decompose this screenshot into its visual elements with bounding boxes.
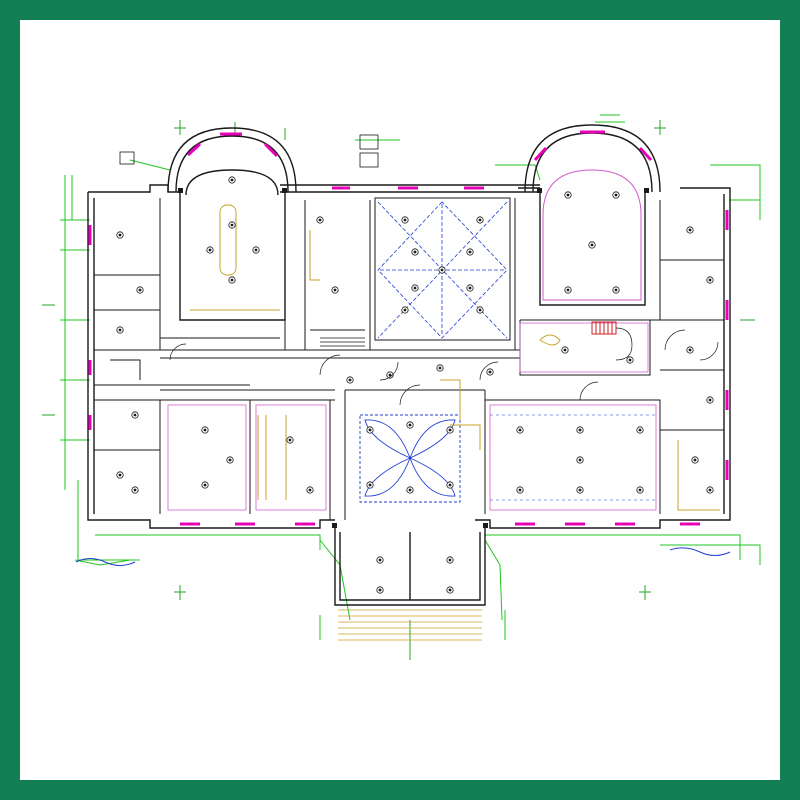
light-fixture-dot [118, 233, 122, 237]
light-fixture-dot [708, 398, 712, 402]
light-fixture-dot [448, 428, 452, 432]
north-east-bay [524, 124, 661, 306]
light-fixtures [116, 176, 714, 594]
north-west-bay [167, 127, 297, 321]
light-fixture-dot [518, 428, 522, 432]
light-fixture-dot [590, 243, 594, 247]
light-fixture-dot [448, 588, 452, 592]
light-fixture-dot [403, 218, 407, 222]
light-fixture-dot [133, 488, 137, 492]
light-fixture-dot [333, 288, 337, 292]
window-openings [88, 130, 729, 526]
light-fixture-dot [368, 483, 372, 487]
light-fixture-dot [208, 248, 212, 252]
light-fixture-dot [478, 308, 482, 312]
light-fixture-dot [478, 218, 482, 222]
light-fixture-dot [518, 488, 522, 492]
floor-plan-drawing [42, 114, 761, 660]
exterior-walls [87, 184, 731, 606]
grand-stair [591, 321, 617, 335]
cabinetry [190, 204, 720, 511]
foyer-ceiling-petals [359, 414, 461, 503]
door-swings [169, 329, 719, 406]
light-fixture-dot [708, 488, 712, 492]
light-fixture-dot [468, 250, 472, 254]
light-fixture-dot [628, 358, 632, 362]
light-fixture-dot [230, 278, 234, 282]
light-fixture-dot [308, 488, 312, 492]
column-posts [178, 188, 649, 528]
light-fixture-dot [413, 250, 417, 254]
drawing-canvas [20, 20, 780, 780]
interior-walls [94, 197, 724, 520]
light-fixture-dot [566, 193, 570, 197]
light-fixture-dot [118, 328, 122, 332]
light-fixture-dot [693, 458, 697, 462]
light-fixture-dot [688, 228, 692, 232]
light-fixture-dot [638, 428, 642, 432]
east-bay-arc [542, 169, 642, 301]
light-fixture-dot [318, 218, 322, 222]
light-fixture-dot [378, 588, 382, 592]
light-fixture-dot [563, 348, 567, 352]
light-fixture-dot [440, 268, 444, 272]
light-fixture-dot [614, 288, 618, 292]
light-fixture-dot [708, 278, 712, 282]
light-fixture-dot [138, 288, 142, 292]
room-finish-outlines [167, 322, 657, 511]
light-fixture-dot [378, 558, 382, 562]
dimension-markers [42, 120, 755, 660]
ballroom-ceiling-lines [490, 414, 656, 501]
stair-treads [320, 327, 633, 361]
light-fixture-dot [578, 488, 582, 492]
light-fixture-dot [288, 438, 292, 442]
light-fixture-dot [403, 308, 407, 312]
site-landscape-lines [60, 114, 761, 640]
light-fixture-dot [348, 378, 352, 382]
light-fixture-dot [118, 473, 122, 477]
light-fixture-dot [614, 193, 618, 197]
light-fixture-dot [254, 248, 258, 252]
water-lines [75, 547, 731, 566]
light-fixture-dot [468, 286, 472, 290]
light-fixture-dot [438, 366, 442, 370]
light-fixture-dot [203, 428, 207, 432]
entry-steps [338, 609, 482, 641]
light-fixture-dot [638, 488, 642, 492]
light-fixture-dot [230, 223, 234, 227]
light-fixture-dot [448, 558, 452, 562]
legend-boxes [119, 134, 379, 168]
light-fixture-dot [578, 428, 582, 432]
light-fixture-dot [488, 370, 492, 374]
light-fixture-dot [368, 428, 372, 432]
light-fixture-dot [388, 373, 392, 377]
light-fixture-dot [448, 483, 452, 487]
light-fixture-dot [230, 178, 234, 182]
light-fixture-dot [228, 458, 232, 462]
light-fixture-dot [566, 288, 570, 292]
light-fixture-dot [408, 488, 412, 492]
light-fixture-dot [203, 483, 207, 487]
light-fixture-dot [413, 286, 417, 290]
light-fixture-dot [688, 348, 692, 352]
light-fixture-dot [133, 413, 137, 417]
light-fixture-dot [578, 458, 582, 462]
light-fixture-dot [408, 423, 412, 427]
